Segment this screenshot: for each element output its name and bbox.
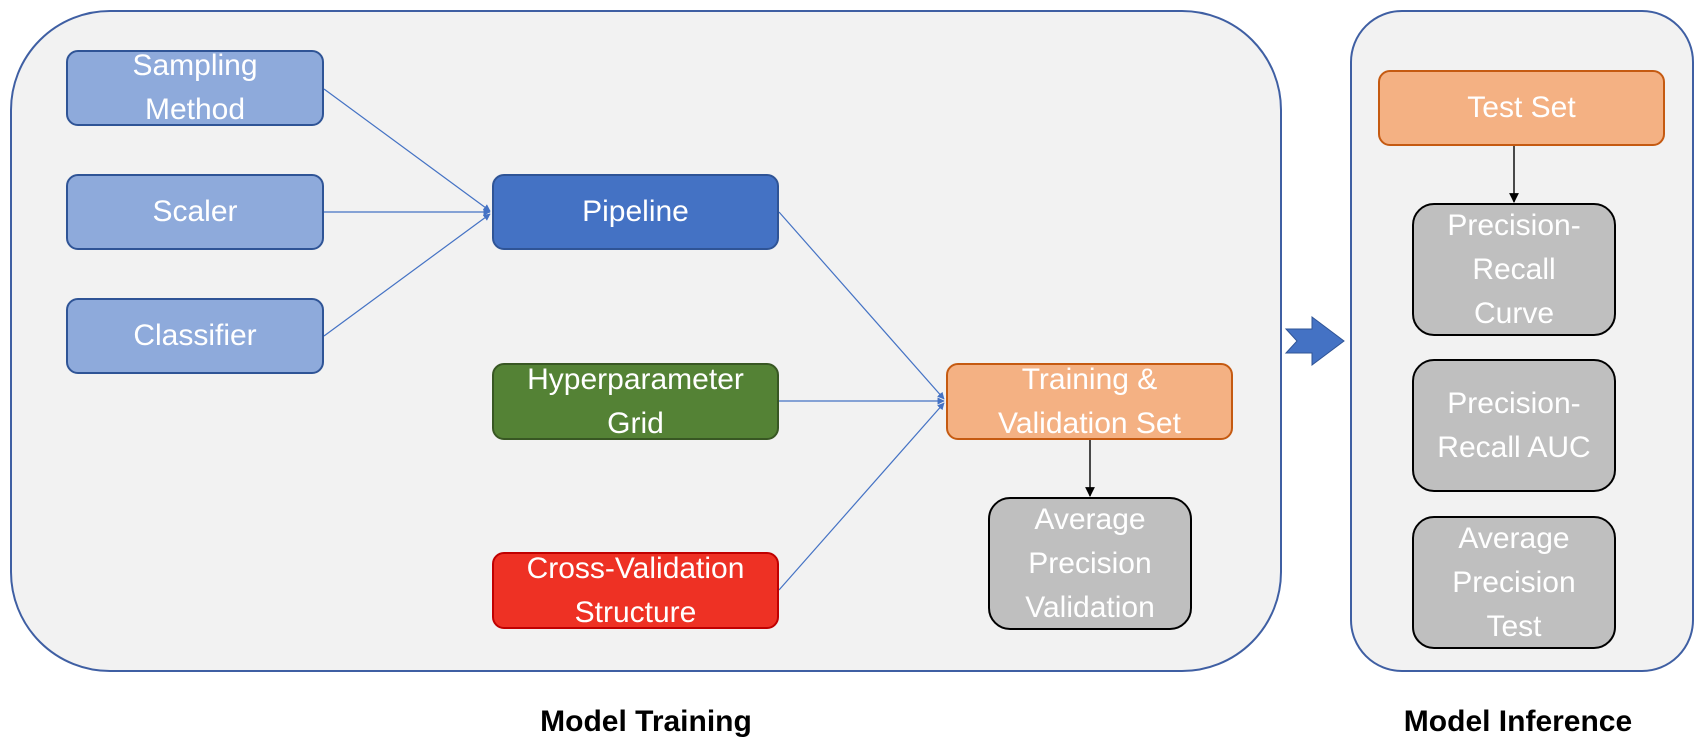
- average-precision-test-node: Average Precision Test: [1412, 516, 1616, 649]
- average-precision-validation-node: Average Precision Validation: [988, 497, 1192, 630]
- sampling-method-label: Sampling Method: [132, 49, 258, 126]
- training-validation-set-node: Training & Validation Set: [946, 363, 1233, 440]
- model-training-caption: Model Training: [540, 705, 752, 738]
- scaler-node: Scaler: [66, 174, 324, 250]
- edge-pipeline-to-trainval: [778, 211, 945, 400]
- hyperparameter-grid-label: Hyperparameter Grid: [527, 362, 744, 440]
- precision-recall-curve-node: Precision- Recall Curve: [1412, 203, 1616, 336]
- precision-recall-curve-label: Precision- Recall Curve: [1447, 208, 1581, 330]
- edge-classifier-to-pipeline: [323, 213, 491, 337]
- classifier-node: Classifier: [66, 298, 324, 374]
- test-set-node: Test Set: [1378, 70, 1665, 146]
- average-precision-validation-label: Average Precision Validation: [1025, 502, 1155, 624]
- average-precision-test-label: Average Precision Test: [1452, 521, 1576, 643]
- precision-recall-auc-label: Precision- Recall AUC: [1437, 386, 1591, 464]
- pipeline-label: Pipeline: [582, 195, 689, 228]
- precision-recall-auc-node: Precision- Recall AUC: [1412, 359, 1616, 492]
- scaler-label: Scaler: [152, 195, 238, 228]
- classifier-label: Classifier: [133, 319, 257, 352]
- edge-crossval-to-trainval: [778, 402, 945, 591]
- pipeline-node: Pipeline: [492, 174, 779, 250]
- hyperparameter-grid-node: Hyperparameter Grid: [492, 363, 779, 440]
- edge-sampling-to-pipeline: [323, 88, 491, 212]
- test-set-label: Test Set: [1467, 91, 1576, 124]
- sampling-method-node: Sampling Method: [66, 49, 324, 126]
- big-blue-arrow: [1284, 316, 1345, 366]
- cross-validation-structure-node: Cross-Validation Structure: [492, 552, 779, 629]
- training-validation-set-label: Training & Validation Set: [998, 362, 1181, 440]
- cross-validation-structure-label: Cross-Validation Structure: [526, 551, 745, 629]
- model-inference-caption: Model Inference: [1403, 705, 1633, 738]
